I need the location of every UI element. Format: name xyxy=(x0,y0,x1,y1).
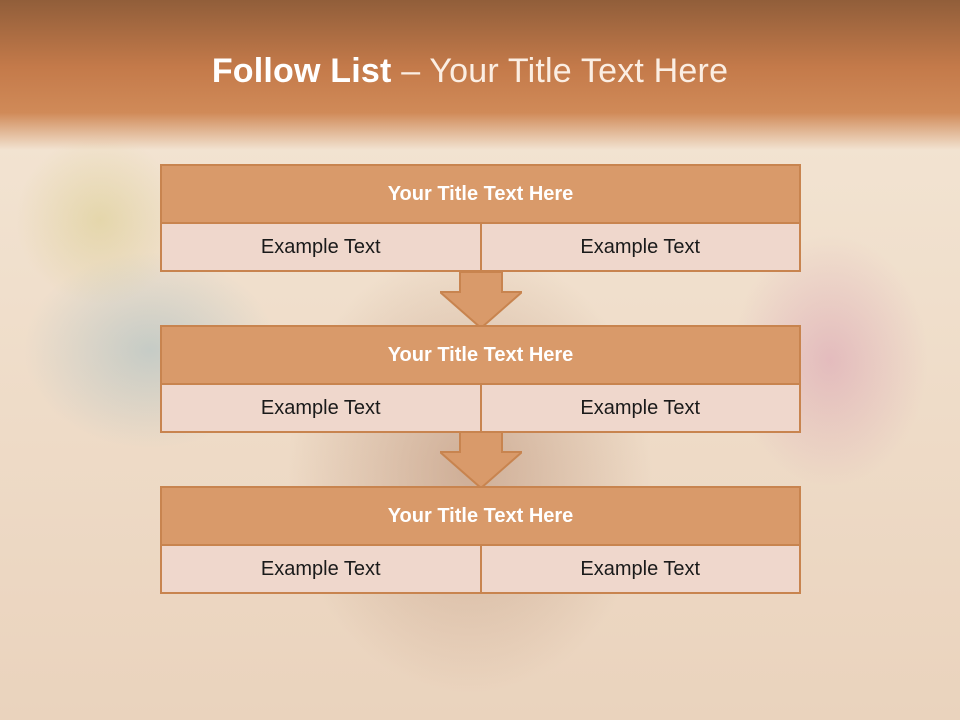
block-row: Example Text Example Text xyxy=(162,224,799,270)
block-cell-right: Example Text xyxy=(479,224,800,270)
list-block: Your Title Text Here Example Text Exampl… xyxy=(160,164,801,272)
block-heading: Your Title Text Here xyxy=(162,327,799,385)
block-cell-left: Example Text xyxy=(260,396,381,419)
slide-title: Follow List – Your Title Text Here xyxy=(0,52,940,91)
list-block: Your Title Text Here Example Text Exampl… xyxy=(160,325,801,433)
list-block: Your Title Text Here Example Text Exampl… xyxy=(160,486,801,594)
slide-title-bold: Follow List xyxy=(211,52,392,90)
block-heading: Your Title Text Here xyxy=(162,166,799,224)
block-cell-right: Example Text xyxy=(479,385,800,431)
title-banner xyxy=(0,0,960,150)
block-row: Example Text Example Text xyxy=(162,546,799,592)
block-row: Example Text Example Text xyxy=(162,385,799,431)
block-heading: Your Title Text Here xyxy=(162,488,799,546)
down-arrow-icon xyxy=(440,432,522,490)
block-cell-right: Example Text xyxy=(479,546,800,592)
slide-title-rest: – Your Title Text Here xyxy=(391,52,729,90)
block-cell-left: Example Text xyxy=(260,557,381,580)
down-arrow-icon xyxy=(440,272,522,330)
block-cell-left: Example Text xyxy=(260,235,381,258)
